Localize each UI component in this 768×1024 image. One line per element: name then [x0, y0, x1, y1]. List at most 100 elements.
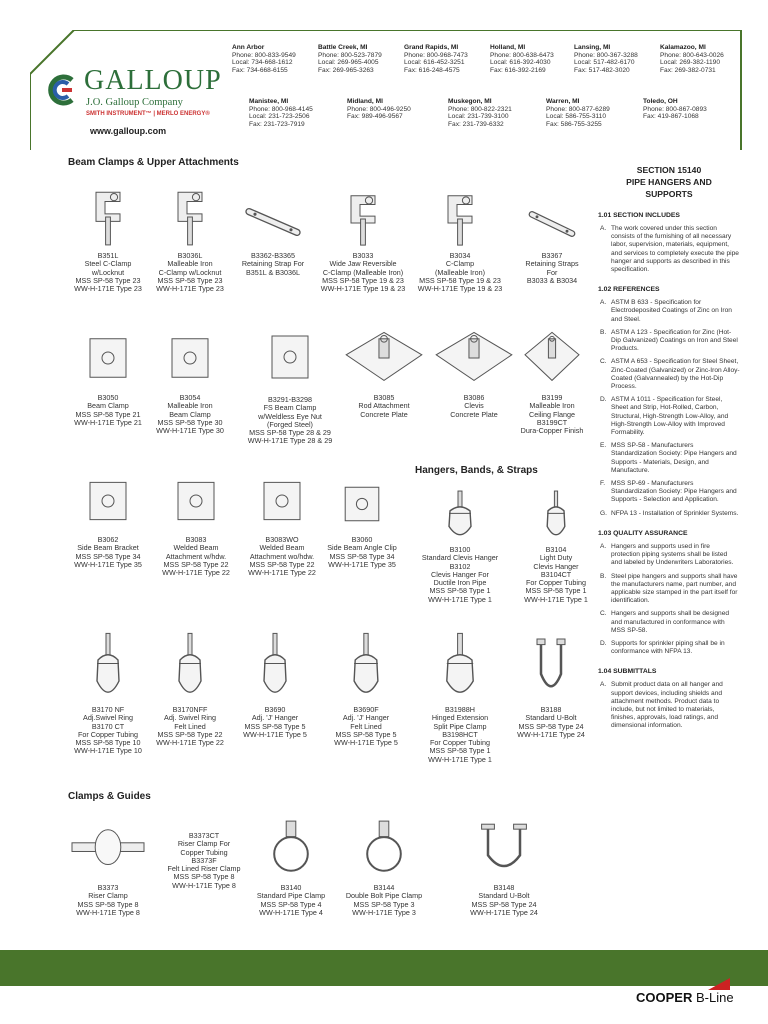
office-phone: Phone: 800-367-3288 [574, 51, 638, 59]
product-text: B3085 [373, 393, 395, 402]
spec-heading: 1.04 SUBMITTALS [598, 668, 657, 676]
spec-item-text: ASTM A 1011 - Specification for Steel, S… [611, 396, 729, 437]
product-text: WW-H-171E Type 30 [156, 426, 224, 436]
office-fax: Fax: 586-755-3255 [546, 120, 602, 128]
product-text: Welded Beam [259, 543, 305, 553]
office-fax: Fax: 269-965-3263 [318, 66, 374, 74]
swivel-ring-icon [96, 632, 120, 693]
product-text: (Malleable Iron) [435, 267, 485, 277]
product-text: B3062 [97, 535, 119, 544]
spec-column: SECTION 15140 PIPE HANGERS AND SUPPORTS … [598, 164, 740, 736]
product-text: MSS SP-58 Type 22 [249, 559, 315, 569]
product-text: Light Duty [539, 553, 573, 563]
spec-item-text: ASTM A 123 - Specification for Zinc (Hot… [611, 328, 738, 353]
office-name: Kalamazoo, MI [660, 44, 706, 51]
office-name: Warren, MI [546, 98, 580, 105]
product-text: Welded Beam [173, 543, 219, 553]
product-text: Riser Clamp [88, 891, 128, 901]
footer-bar [0, 950, 768, 986]
section-title-clamps-guides: Clamps & Guides [68, 791, 151, 802]
office-local: Local: 616-452-3251 [404, 59, 465, 67]
product-text: WW-H-171E Type 1 [524, 594, 588, 604]
product-text: MSS SP-58 Type 22 [157, 729, 223, 739]
section-title-hangers: Hangers, Bands, & Straps [415, 465, 538, 476]
office-phone: Phone: 800-867-0893 [643, 105, 707, 113]
spec-heading: 1.01 SECTION INCLUDES [598, 212, 680, 219]
product-text: Side Beam Angle Clip [327, 543, 397, 553]
product-text: B3144 [373, 883, 395, 892]
product-text: B3199CT [536, 417, 568, 427]
spec-title-line1: PIPE HANGERS AND [626, 177, 712, 187]
product-text: Double Bolt Pipe Clamp [345, 891, 423, 901]
product-text: For [546, 267, 558, 277]
office-fax: Fax: 616-248-4575 [404, 66, 460, 74]
office-local: Local: 616-392-4030 [490, 59, 551, 67]
product-text: Adj. 'J' Hanger [251, 713, 299, 723]
office-phone: Phone: 800-877-6289 [546, 105, 610, 113]
welded-beam-attachment-icon [177, 481, 215, 521]
fs-beam-clamp-icon [271, 335, 309, 379]
cooper-mark-icon [708, 978, 730, 990]
u-bolt-icon [536, 638, 566, 688]
spec-item-text: MSS SP-58 - Manufacturers Standardizatio… [611, 442, 737, 474]
product-text: B3690F [353, 705, 379, 714]
product-text: MSS SP-58 Type 10 [75, 738, 141, 748]
product-text: Hinged Extension [431, 713, 489, 723]
office-name: Muskegon, MI [448, 98, 492, 105]
product-text: B3373 [97, 883, 119, 892]
product-text: Felt Lined [350, 721, 382, 731]
brand-subbrands: SMITH INSTRUMENT™ | MERLO ENERGY® [86, 111, 210, 117]
spec-item-letter: C. [600, 358, 607, 366]
office-ann-arbor: Ann Arbor Phone: 800-833-9549 Local: 734… [232, 44, 296, 74]
product-text: B3170 NF [91, 705, 125, 714]
office-fax: Fax: 989-496-9567 [347, 113, 403, 121]
product-text: Retaining Straps [525, 259, 579, 269]
spec-item-text: MSS SP-69 - Manufacturers Standardizatio… [611, 480, 737, 504]
product-text: MSS SP-58 Type 1 [525, 586, 587, 596]
office-phone: Phone: 800-968-7473 [404, 51, 468, 59]
product-text: B3036L [177, 251, 203, 260]
office-phone: Phone: 800-523-7879 [318, 51, 382, 59]
product-text: MSS SP-58 Type 34 [75, 551, 141, 561]
product-text: B3188 [540, 705, 562, 714]
bline-wordmark: B-Line [695, 990, 734, 1005]
retaining-strap-icon [245, 207, 301, 237]
product-text: Malleable Iron [167, 259, 213, 269]
product-text: B351L [97, 251, 119, 260]
product-text: Concrete Plate [360, 409, 408, 419]
office-phone: Phone: 800-496-9250 [347, 105, 411, 113]
product-text: Rod Attachment [358, 401, 410, 411]
angle-clip-icon [344, 486, 380, 522]
office-fax: Fax: 419-867-1068 [643, 113, 699, 121]
spec-item: B.ASTM A 123 - Specification for Zinc (H… [598, 329, 740, 354]
office-local: Local: 517-482-6170 [574, 59, 635, 67]
section-title-beam-clamps: Beam Clamps & Upper Attachments [68, 157, 239, 168]
wide-jaw-c-clamp-icon [350, 195, 376, 246]
spec-item-text: The work covered under this section cons… [611, 225, 739, 274]
product-text: Felt Lined Riser Clamp [167, 864, 241, 874]
office-lansing: Lansing, MI Phone: 800-367-3288 Local: 5… [574, 44, 638, 74]
spec-item-letter: A. [600, 542, 607, 550]
galloup-logo[interactable]: GALLOUP J.O. Galloup Company SMITH INSTR… [44, 66, 224, 122]
website-link[interactable]: www.galloup.com [90, 126, 167, 136]
product-text: MSS SP-58 Type 5 [335, 729, 397, 739]
product-text: MSS SP-58 Type 1 [429, 746, 491, 756]
product-text: FS Beam Clamp [263, 403, 317, 413]
product-text: WW-H-171E Type 5 [334, 738, 398, 748]
product-text: B3690 [264, 705, 286, 714]
product-text: MSS SP-58 Type 8 [173, 872, 235, 882]
product-text: B3148 [493, 883, 515, 892]
product-text: Standard U-Bolt [525, 713, 577, 723]
product-text: MSS SP-58 Type 23 [157, 275, 223, 285]
spec-groups: 1.01 SECTION INCLUDES A. The work covered … [598, 212, 740, 731]
riser-clamp-icon [71, 829, 145, 865]
product-text: B3170 CT [91, 721, 125, 731]
spec-item-letter: G. [600, 509, 607, 517]
felt-j-hanger-icon [353, 632, 379, 693]
